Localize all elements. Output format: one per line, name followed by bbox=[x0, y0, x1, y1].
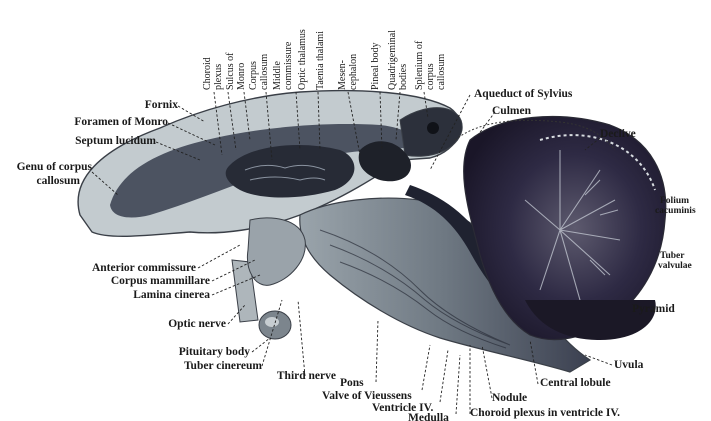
label-plexus: plexus bbox=[213, 64, 224, 90]
label-pyramid: Pyramid bbox=[632, 303, 675, 315]
label-folium: Folium bbox=[660, 196, 689, 206]
label-nodule: Nodule bbox=[492, 392, 527, 404]
label-medulla: Medulla bbox=[408, 412, 449, 421]
label-callosum: callosum bbox=[259, 54, 270, 90]
bottom-labels: Pons Valve of Vieussens Ventricle IV. Me… bbox=[322, 377, 449, 421]
label-splenium-of: Splenium of bbox=[414, 40, 425, 90]
label-central-lobule: Central lobule bbox=[540, 377, 611, 389]
label-pituitary-body: Pituitary body bbox=[179, 346, 250, 358]
label-declive: Declive bbox=[600, 128, 636, 140]
pituitary-highlight bbox=[265, 317, 279, 327]
label-tuber-cinereum: Tuber cinereum bbox=[184, 360, 262, 372]
label-valve-of-vieussens: Valve of Vieussens bbox=[322, 390, 412, 402]
label-septum-lucidum: Septum lucidum bbox=[75, 135, 156, 147]
hypothalamus-shape bbox=[247, 218, 305, 285]
label-uvula: Uvula bbox=[614, 359, 644, 371]
label-choroid-plexus-ventricle-iv: Choroid plexus in ventricle IV. bbox=[470, 407, 620, 419]
splenium-dot bbox=[427, 122, 439, 134]
label-tuber: Tuber bbox=[660, 251, 685, 261]
label-monro: Monro bbox=[236, 63, 247, 90]
label-cacuminis: cacuminis bbox=[655, 206, 696, 216]
label-aqueduct-of-sylvius: Aqueduct of Sylvius bbox=[474, 88, 573, 100]
label-sulcus-of: Sulcus of bbox=[225, 52, 236, 90]
label-optic-thalamus: Optic thalamus bbox=[297, 29, 308, 90]
label-anterior-commissure: Anterior commissure bbox=[92, 262, 196, 274]
label-fornix: Fornix bbox=[145, 99, 178, 111]
label-culmen: Culmen bbox=[492, 105, 532, 117]
label-bodies: bodies bbox=[398, 64, 409, 90]
label-genu-of-corpus: Genu of corpus bbox=[17, 161, 93, 173]
label-middle: Middle bbox=[272, 61, 283, 90]
label-corpus-mammillare: Corpus mammillare bbox=[111, 275, 210, 287]
label-lamina-cinerea: Lamina cinerea bbox=[133, 289, 210, 301]
label-commissure: commissure bbox=[283, 41, 294, 90]
top-labels: Choroid plexus Sulcus of Monro Corpus ca… bbox=[202, 29, 447, 90]
label-mesen: Mesen- bbox=[337, 60, 348, 90]
label-splenium-corpus: corpus bbox=[425, 63, 436, 90]
label-foramen-of-monro: Foramen of Monro bbox=[74, 116, 168, 128]
label-pons: Pons bbox=[340, 377, 364, 389]
label-optic-nerve: Optic nerve bbox=[168, 318, 226, 330]
label-genu-callosum: callosum bbox=[37, 175, 81, 187]
label-choroid: Choroid bbox=[202, 57, 213, 90]
label-corpus: Corpus bbox=[248, 61, 259, 90]
label-valvulae: valvulae bbox=[658, 261, 692, 271]
label-pineal-body: Pineal body bbox=[370, 43, 381, 91]
label-cephalon: cephalon bbox=[348, 54, 359, 90]
label-third-nerve: Third nerve bbox=[277, 370, 336, 382]
brain-illustration bbox=[78, 91, 666, 372]
label-taenia-thalami: Taenia thalami bbox=[315, 31, 326, 90]
label-splenium-callosum: callosum bbox=[436, 54, 447, 90]
label-quadrigeminal: Quadrigeminal bbox=[387, 30, 398, 90]
